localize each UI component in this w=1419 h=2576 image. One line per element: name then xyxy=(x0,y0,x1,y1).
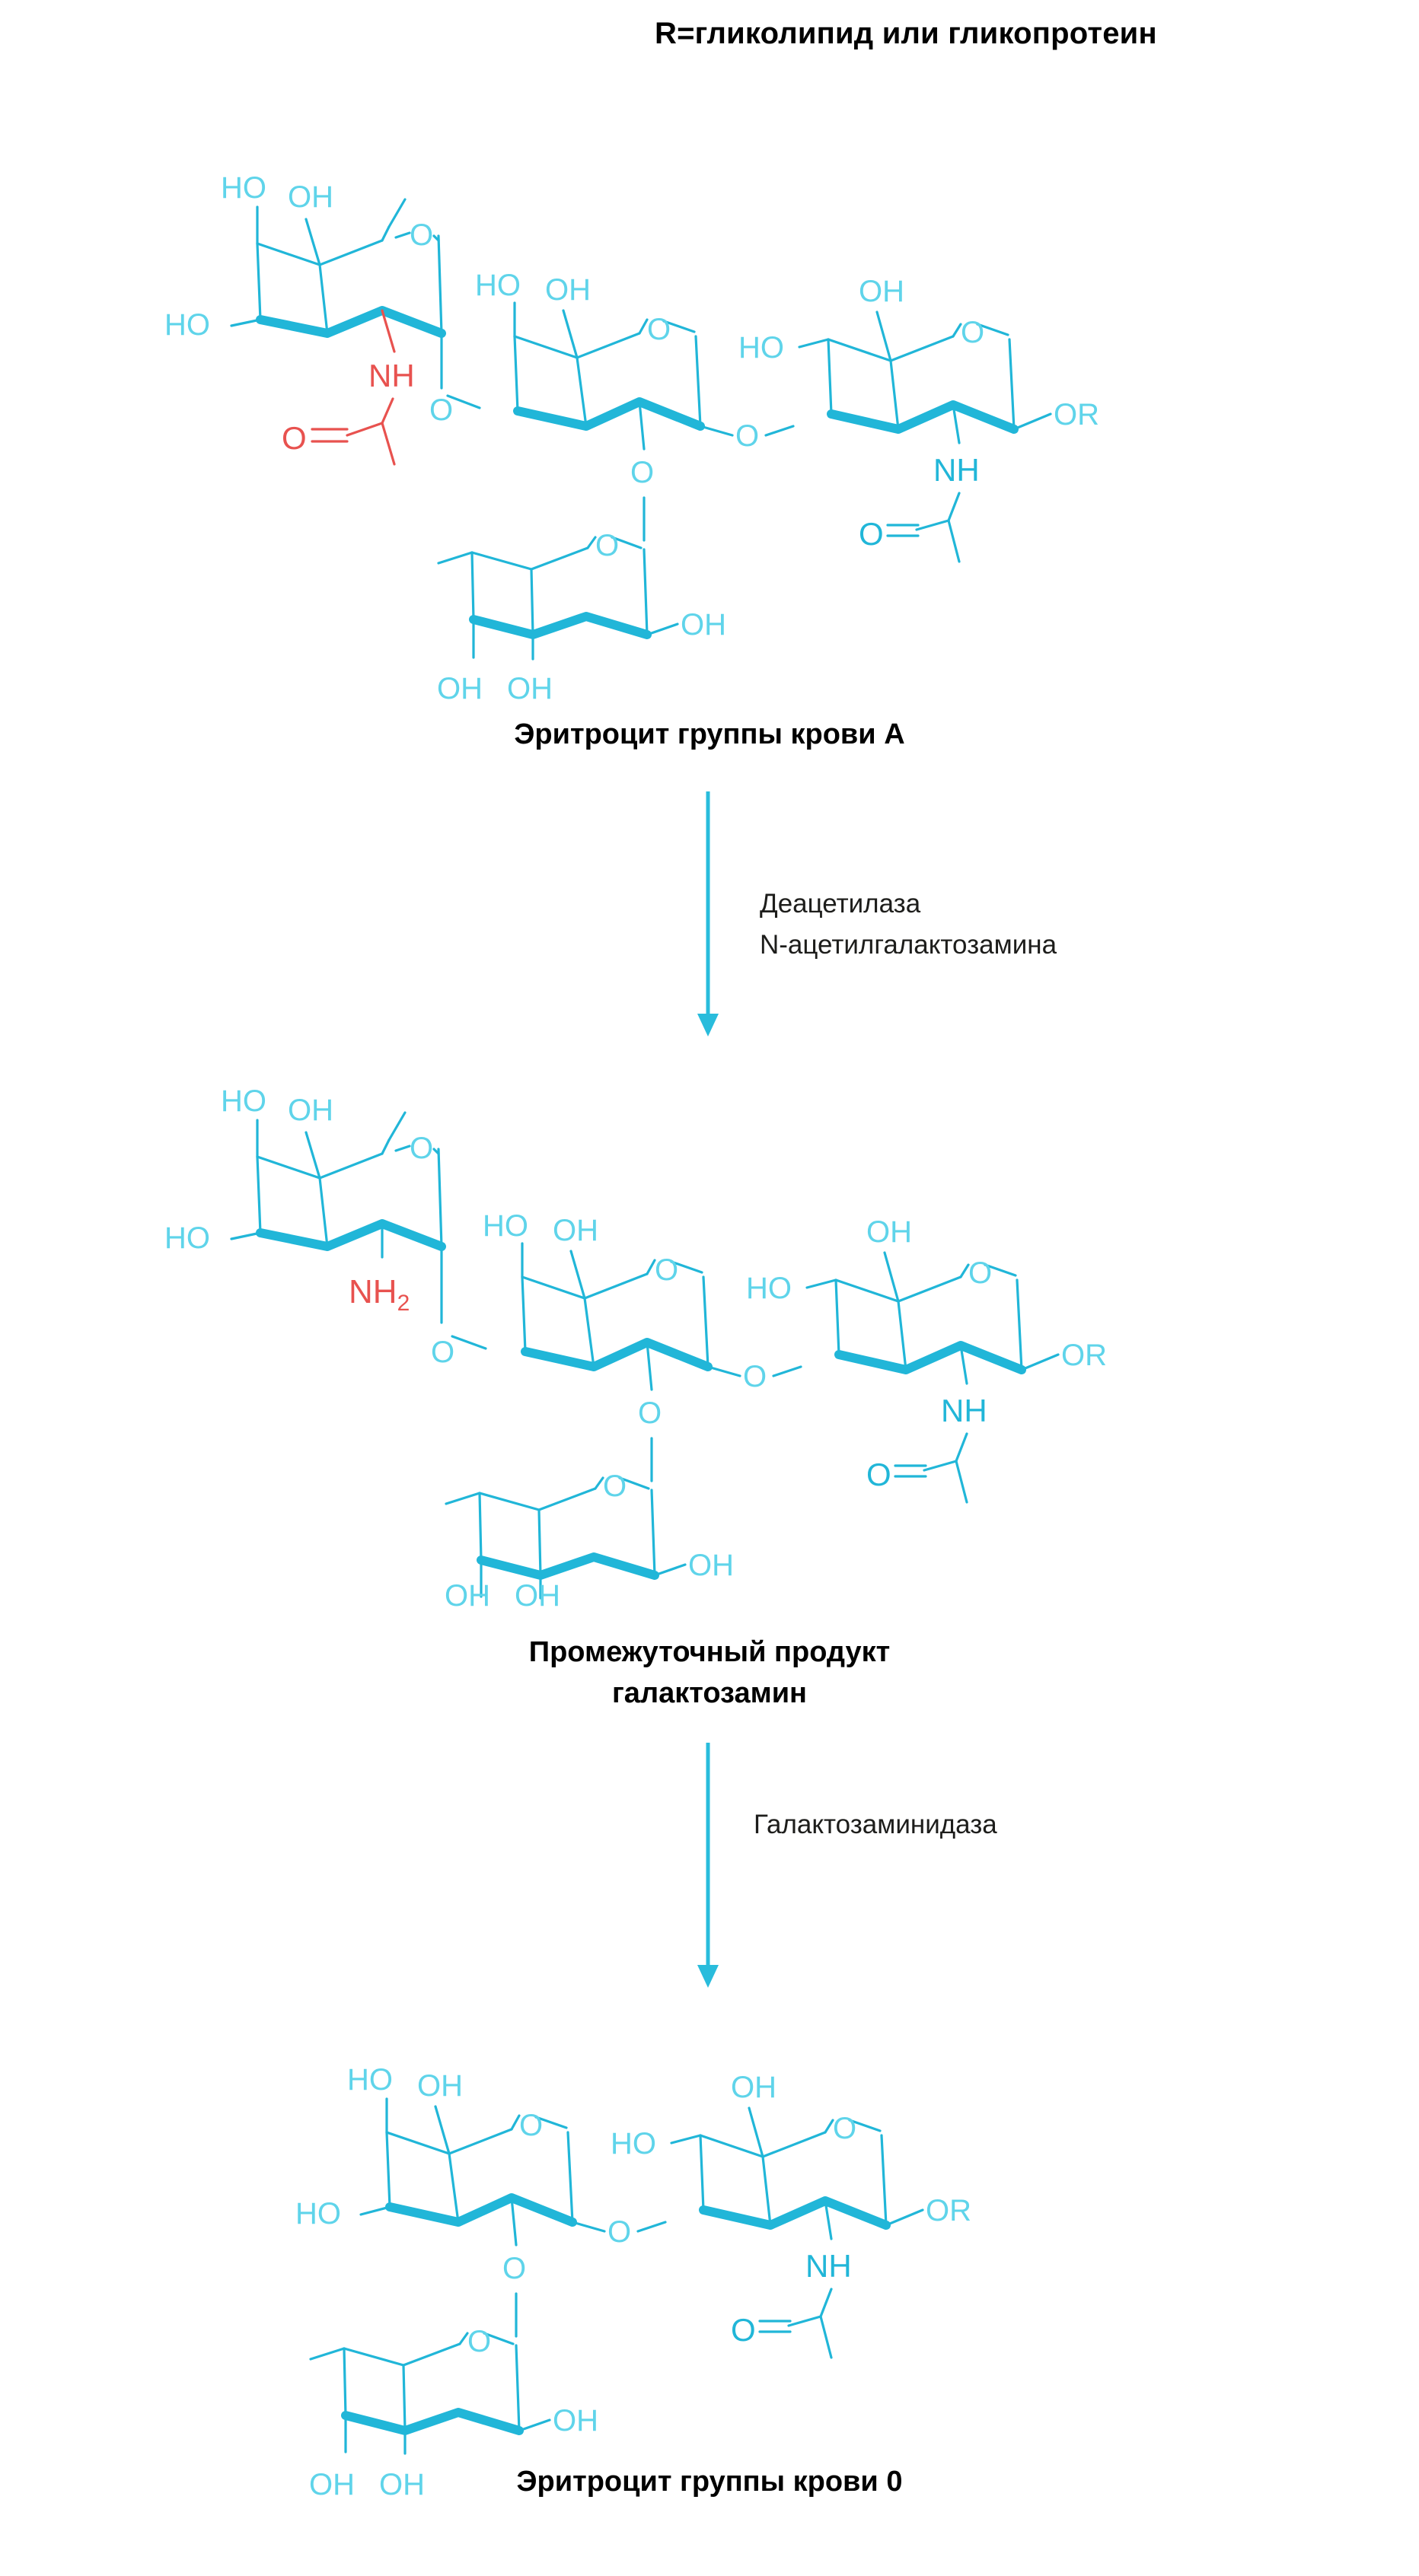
svg-text:O: O xyxy=(630,456,654,489)
svg-text:O: O xyxy=(410,218,433,252)
enzyme-label-2-line1: Галактозаминидаза xyxy=(754,1810,997,1839)
svg-text:OH: OH xyxy=(545,273,591,307)
structure-galactosamine-intermediate: O HO OH HO O NH2 O HO xyxy=(164,1084,1107,1613)
svg-text:HO: HO xyxy=(738,331,784,365)
svg-text:OH: OH xyxy=(688,1549,734,1582)
svg-text:HO: HO xyxy=(475,269,521,302)
svg-text:HO: HO xyxy=(221,171,266,205)
svg-text:OH: OH xyxy=(507,672,553,705)
svg-text:O: O xyxy=(859,516,884,552)
svg-text:OH: OH xyxy=(437,672,483,705)
caption-intermediate-line2: галактозамин xyxy=(611,1677,808,1709)
caption-blood-group-0: Эритроцит группы крови 0 xyxy=(516,2466,903,2498)
svg-text:O: O xyxy=(467,2325,491,2358)
svg-text:NH: NH xyxy=(941,1393,987,1428)
figure-title: R=гликолипид или гликопротеин xyxy=(655,17,1157,50)
svg-text:OH: OH xyxy=(445,1579,490,1613)
svg-text:O: O xyxy=(655,1253,678,1287)
structure-blood-group-0: O HO OH HO O O xyxy=(295,2063,971,2501)
svg-text:OH: OH xyxy=(288,1094,333,1127)
caption-blood-group-a: Эритроцит группы крови A xyxy=(514,718,905,750)
svg-text:OH: OH xyxy=(681,608,726,642)
acetamido-nh-label: NH xyxy=(368,358,415,393)
svg-text:O: O xyxy=(735,419,759,453)
svg-text:O: O xyxy=(743,1360,767,1393)
svg-text:O: O xyxy=(647,313,671,346)
svg-text:OH: OH xyxy=(859,275,904,308)
svg-text:OH: OH xyxy=(553,2404,598,2437)
structure-blood-group-a: O HO OH HO O NH O xyxy=(164,171,1099,705)
svg-text:OH: OH xyxy=(288,180,333,214)
svg-text:O: O xyxy=(638,1396,662,1430)
svg-text:O: O xyxy=(968,1256,992,1290)
svg-text:HO: HO xyxy=(347,2063,393,2097)
amino-nh2-label: NH2 xyxy=(349,1273,410,1316)
svg-text:O: O xyxy=(603,1469,627,1503)
svg-text:HO: HO xyxy=(164,308,210,342)
reaction-arrow-1 xyxy=(697,791,719,1036)
enzyme-label-1-line2: N-ацетилгалактозамина xyxy=(760,930,1057,960)
svg-text:O: O xyxy=(519,2109,543,2142)
svg-text:HO: HO xyxy=(164,1221,210,1255)
svg-text:OH: OH xyxy=(379,2468,425,2501)
svg-text:HO: HO xyxy=(295,2197,341,2231)
svg-text:O: O xyxy=(410,1132,433,1165)
svg-text:O: O xyxy=(607,2215,631,2249)
svg-text:OR: OR xyxy=(1061,1339,1107,1372)
carbonyl-o-label: O xyxy=(282,420,307,456)
svg-text:OH: OH xyxy=(309,2468,355,2501)
svg-text:OR: OR xyxy=(1054,398,1099,431)
svg-text:NH: NH xyxy=(805,2248,852,2284)
svg-text:HO: HO xyxy=(483,1209,528,1243)
svg-text:O: O xyxy=(866,1457,891,1492)
svg-text:OH: OH xyxy=(731,2071,776,2104)
svg-text:HO: HO xyxy=(221,1084,266,1118)
enzyme-label-1-line1: Деацетилаза xyxy=(760,889,921,919)
svg-text:O: O xyxy=(595,529,619,562)
svg-text:O: O xyxy=(429,393,453,427)
svg-text:HO: HO xyxy=(746,1272,792,1305)
svg-text:O: O xyxy=(731,2312,756,2348)
svg-text:OH: OH xyxy=(417,2069,463,2103)
svg-text:OR: OR xyxy=(926,2194,971,2227)
svg-text:O: O xyxy=(961,316,984,349)
caption-intermediate-line1: Промежуточный продукт xyxy=(528,1636,891,1668)
svg-text:OH: OH xyxy=(515,1579,560,1613)
svg-text:OH: OH xyxy=(866,1215,912,1249)
reaction-arrow-2 xyxy=(697,1743,719,1988)
svg-text:O: O xyxy=(431,1336,454,1369)
svg-text:O: O xyxy=(502,2252,526,2285)
svg-text:O: O xyxy=(833,2112,856,2145)
svg-text:OH: OH xyxy=(553,1214,598,1247)
svg-text:NH: NH xyxy=(933,452,980,488)
svg-text:HO: HO xyxy=(611,2127,656,2160)
